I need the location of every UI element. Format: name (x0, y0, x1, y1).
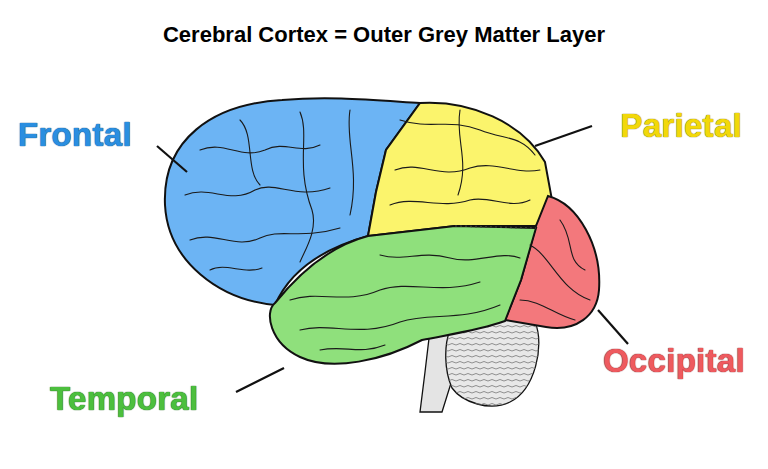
temporal-lobe (270, 226, 536, 364)
lobe-label: Parietal (620, 107, 742, 145)
leader-lines (157, 126, 628, 392)
lobe-label: Occipital (603, 342, 745, 380)
lobe-label: Frontal (18, 116, 132, 154)
parietal-lobe (368, 103, 552, 236)
title: Cerebral Cortex = Outer Grey Matter Laye… (0, 22, 768, 48)
gyri-lines (185, 110, 590, 350)
lobe-label: Temporal (50, 380, 198, 418)
